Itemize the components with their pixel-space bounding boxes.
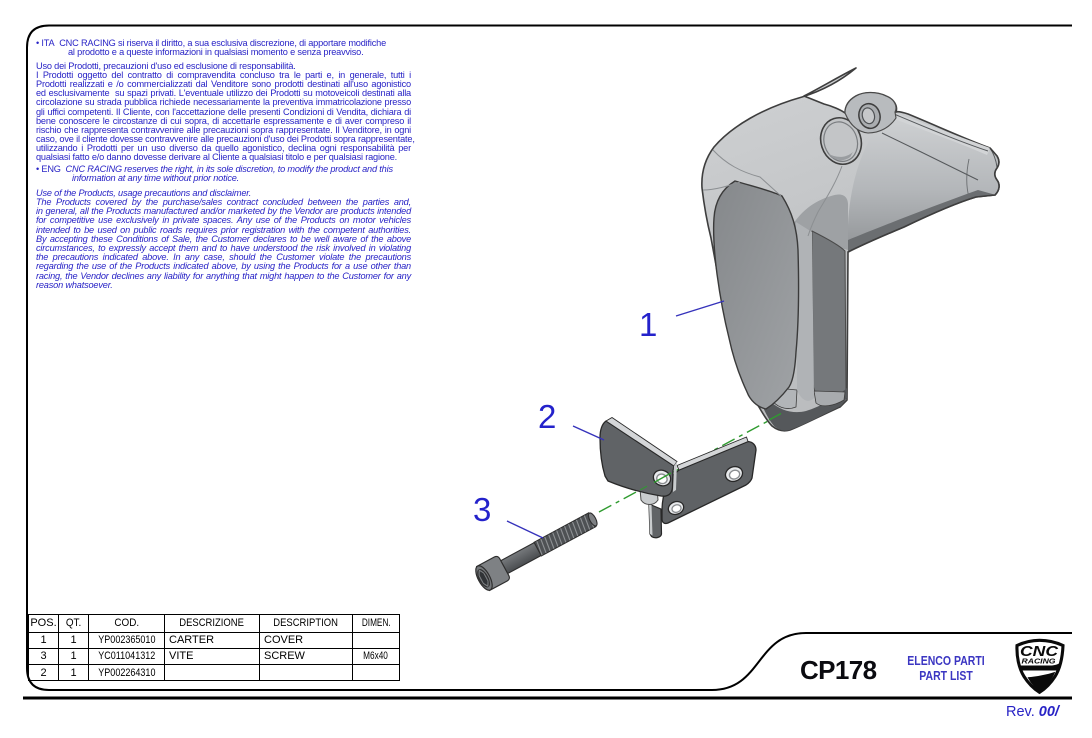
svg-text:RACING: RACING	[1022, 657, 1056, 666]
svg-text:CNC: CNC	[1020, 644, 1059, 660]
